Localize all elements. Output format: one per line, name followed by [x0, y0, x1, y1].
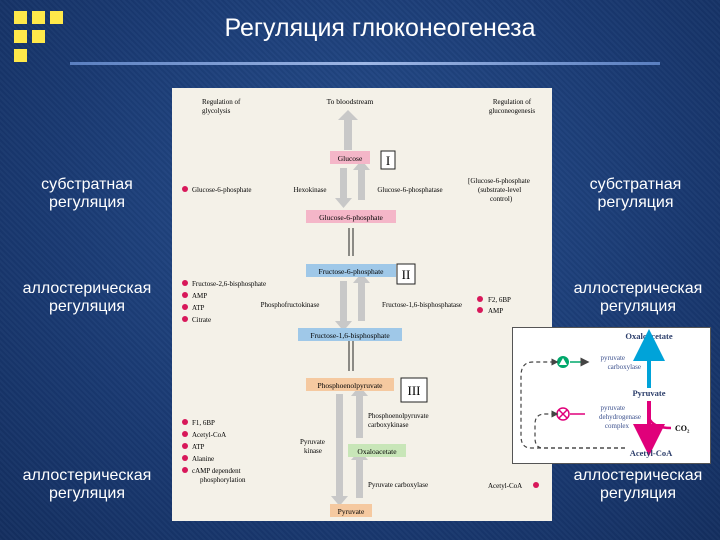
stage-marker	[396, 263, 416, 285]
inset-pc: pyruvate	[601, 354, 626, 362]
glucose-box	[330, 151, 370, 164]
header-left: Regulation of	[202, 98, 241, 106]
svg-text:phosphorylation: phosphorylation	[200, 476, 246, 484]
svg-text:Fructose-2,6-bisphosphate: Fructose-2,6-bisphosphate	[192, 280, 266, 288]
enzyme-pc: Pyruvate carboxylase	[368, 481, 428, 489]
header-right: gluconeogenesis	[489, 107, 536, 115]
reg-gng-1: [Glucose-6-phosphate	[468, 177, 530, 185]
svg-text:AMP: AMP	[488, 307, 503, 315]
pep-label: Phosphoenolpyruvate	[318, 381, 384, 390]
pathway-svg: Regulation of glycolysis To bloodstream …	[182, 97, 539, 517]
bullet-square	[14, 30, 27, 43]
svg-text:F1, 6BP: F1, 6BP	[192, 419, 215, 427]
header-left: glycolysis	[202, 107, 231, 115]
activate-icon-glyph	[559, 358, 567, 365]
bullet-square	[14, 11, 27, 24]
enzyme-hexokinase: Hexokinase	[293, 186, 326, 194]
header-center: To bloodstream	[327, 97, 374, 106]
reversible-arrows	[348, 228, 354, 371]
reg-glycolysis-3: F1, 6BP Acetyl-CoA ATP Alanine cAMP depe…	[182, 419, 246, 484]
enzyme-pepck: carboxykinase	[368, 421, 408, 429]
slide-title: Регуляция глюконеогенеза	[224, 14, 536, 42]
pyruvate-inset: Oxaloacetate pyruvate carboxylase Pyruva…	[512, 327, 711, 464]
inset-acetylcoa: Acetyl-CoA	[630, 448, 673, 458]
inset-oaa: Oxaloacetate	[625, 331, 672, 341]
svg-text:F2, 6BP: F2, 6BP	[488, 296, 511, 304]
pep-box	[306, 378, 394, 391]
bullet-square	[14, 49, 27, 62]
g6p-box	[306, 210, 396, 223]
pyruvate-label: Pyruvate	[338, 507, 365, 516]
gluconeogenesis-figure: Regulation of glycolysis To bloodstream …	[172, 88, 552, 521]
oaa-label: Oxaloacetate	[357, 447, 397, 456]
glucose-label: Glucose	[338, 154, 363, 163]
svg-text:ATP: ATP	[192, 443, 205, 451]
header-right: Regulation of	[493, 98, 532, 106]
stage-label: II	[402, 267, 411, 282]
pyruvate-box	[330, 504, 372, 517]
reg-glycolysis-2: Fructose-2,6-bisphosphate AMP ATP Citrat…	[182, 280, 266, 324]
inset-co2: CO₂	[675, 424, 690, 433]
reg-glycolysis-1: Glucose-6-phosphate	[182, 186, 251, 194]
enzyme-pk: kinase	[304, 447, 322, 455]
svg-text:cAMP dependent: cAMP dependent	[192, 467, 241, 475]
enzyme-pepck: Phosphoenolpyruvate	[368, 412, 429, 420]
feedback-loop-activate	[520, 358, 625, 449]
bullet-square	[32, 11, 45, 24]
f6p-label: Fructose-6-phosphate	[319, 267, 385, 276]
f16bp-box	[298, 328, 402, 341]
bullet-square	[50, 11, 63, 24]
reg-gng-1: control)	[490, 195, 513, 203]
g6p-label: Glucose-6-phosphate	[319, 213, 383, 222]
reg-gng-2: F2, 6BP AMP	[477, 296, 511, 315]
enzyme-g6pase: Glucose-6-phosphatase	[377, 186, 442, 194]
svg-text:Acetyl-CoA: Acetyl-CoA	[192, 431, 226, 439]
title-divider	[70, 62, 660, 65]
svg-text:AMP: AMP	[192, 292, 207, 300]
bullet-square	[32, 30, 45, 43]
stage-marker	[400, 377, 428, 403]
stage-label: I	[386, 153, 390, 168]
inset-pyruvate: Pyruvate	[632, 388, 665, 398]
reg-gng-3: Acetyl-CoA	[488, 482, 539, 490]
inset-pdh: complex	[605, 422, 630, 430]
feedback-loop-inhibit	[534, 410, 625, 449]
glycolysis-arrows	[331, 110, 370, 506]
inset-pdh: dehydrogenase	[599, 413, 641, 421]
inhibit-icon-glyph	[558, 409, 568, 419]
enzyme-fbpase: Fructose-1,6-bisphosphatase	[382, 301, 462, 309]
svg-text:Citrate: Citrate	[192, 316, 211, 324]
svg-text:Glucose-6-phosphate: Glucose-6-phosphate	[192, 186, 251, 194]
reg-gng-1: (substrate-level	[478, 186, 521, 194]
svg-text:Alanine: Alanine	[192, 455, 214, 463]
inset-pdh: pyruvate	[601, 404, 626, 412]
stage-label: III	[408, 383, 421, 398]
inset-svg: Oxaloacetate pyruvate carboxylase Pyruva…	[520, 329, 690, 458]
f16bp-label: Fructose-1,6-bisphosphate	[310, 331, 390, 340]
inset-pc: carboxylase	[608, 363, 641, 371]
svg-text:Acetyl-CoA: Acetyl-CoA	[488, 482, 522, 490]
stage-marker	[380, 150, 396, 170]
oaa-box	[348, 444, 406, 457]
inset-co2-arrow	[647, 417, 672, 430]
enzyme-pk: Pyruvate	[300, 438, 325, 446]
svg-text:ATP: ATP	[192, 304, 205, 312]
f6p-box	[306, 264, 396, 277]
enzyme-pfk: Phosphofructokinase	[261, 301, 320, 309]
